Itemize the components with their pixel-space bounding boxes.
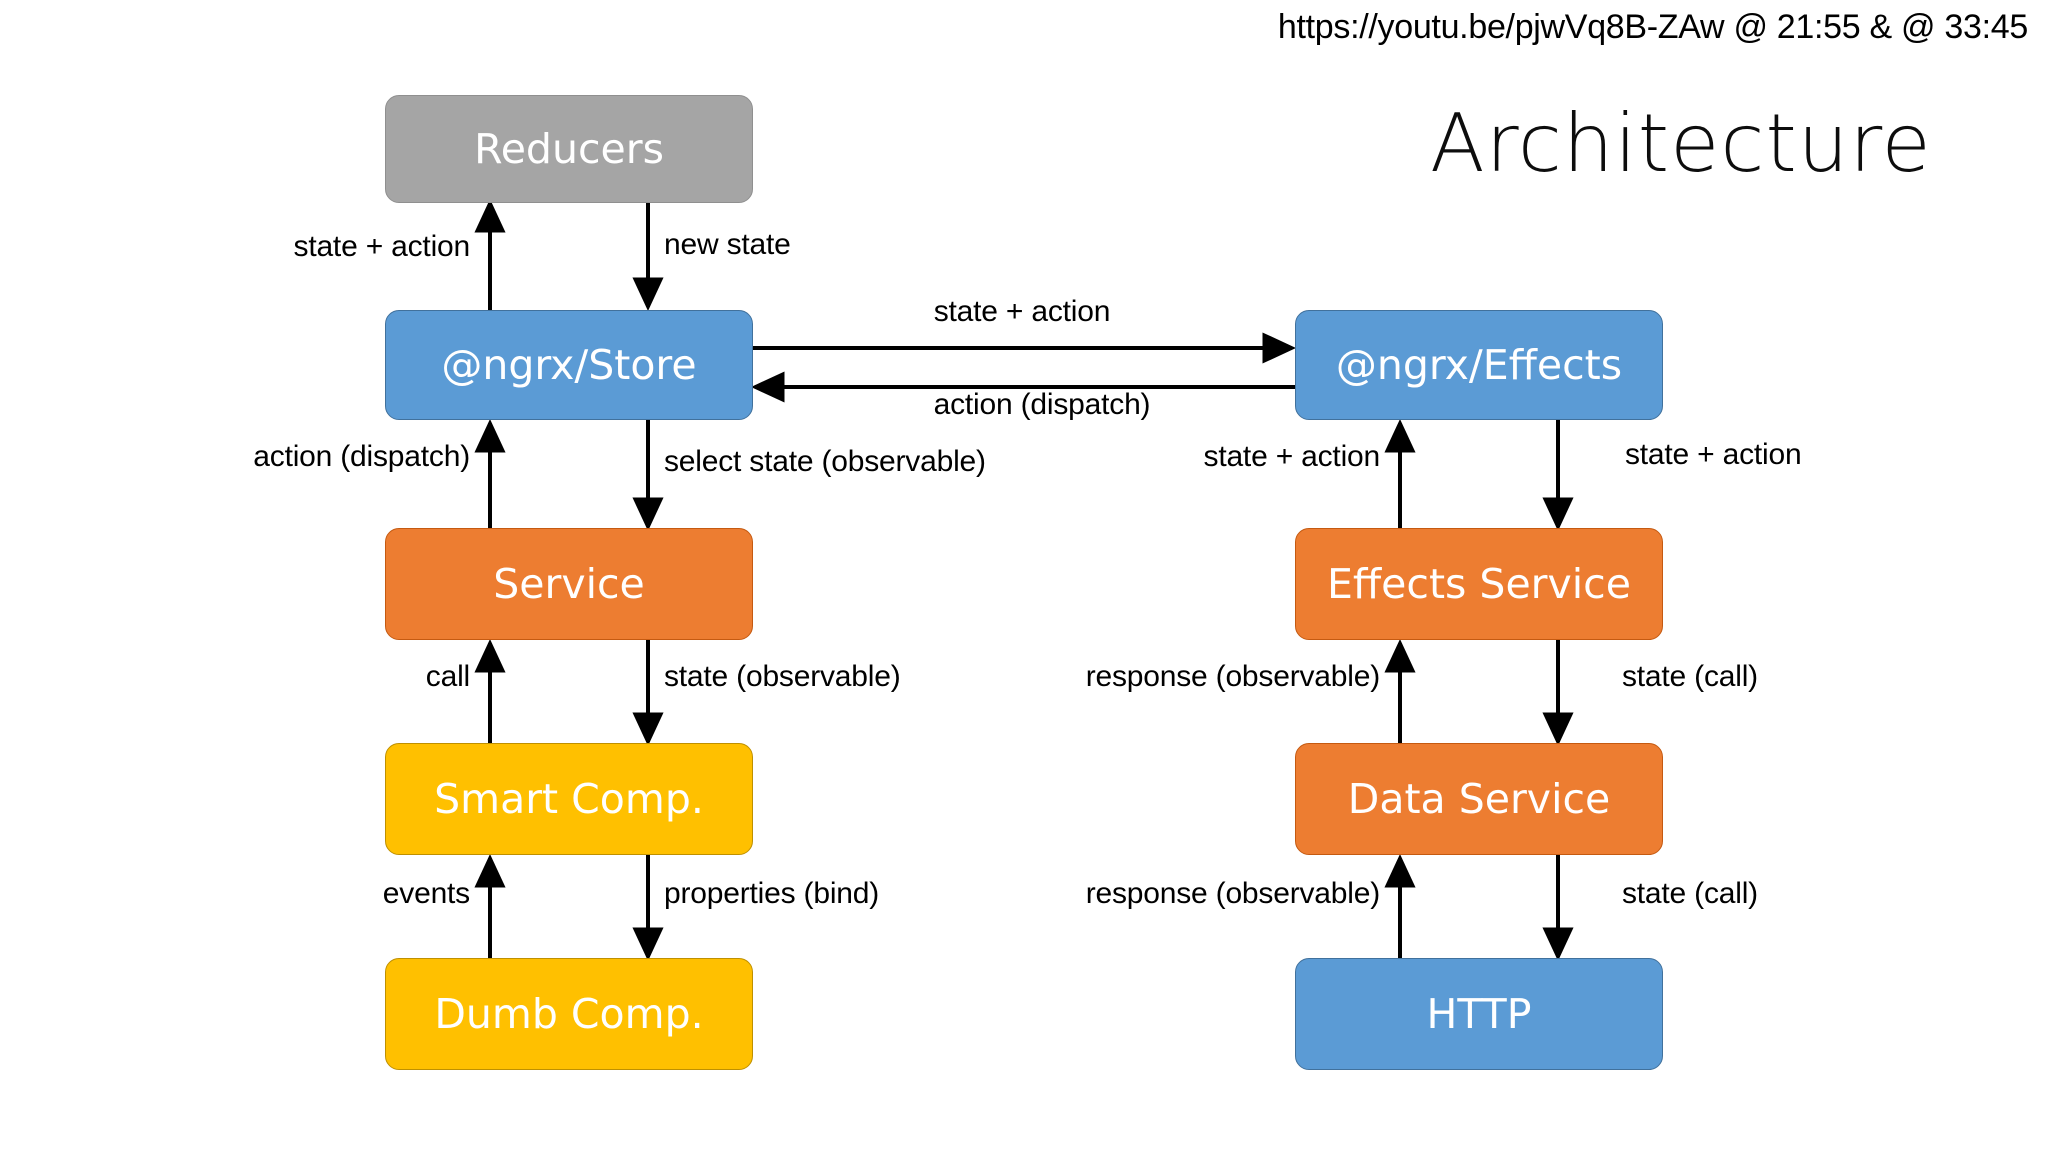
node-ngrx-store-label: @ngrx/Store — [441, 341, 697, 389]
node-http[interactable]: HTTP — [1295, 958, 1663, 1070]
node-reducers-label: Reducers — [474, 125, 664, 173]
edge-label-store-to-effects: state + action — [933, 295, 1111, 328]
node-ngrx-effects-label: @ngrx/Effects — [1335, 341, 1623, 389]
edge-label-effects-to-store: action (dispatch) — [933, 388, 1151, 421]
edge-label-effects-to-effects-service: state + action — [1625, 438, 1802, 471]
edge-label-effects-service-to-data-service: state (call) — [1622, 660, 1758, 693]
edge-label-store-to-service: select state (observable) — [664, 445, 986, 478]
node-ngrx-effects[interactable]: @ngrx/Effects — [1295, 310, 1663, 420]
node-data-service-label: Data Service — [1347, 775, 1611, 823]
edge-label-smart-to-service: call — [425, 660, 470, 693]
page-title: Architecture — [1430, 97, 1932, 190]
node-smart-comp[interactable]: Smart Comp. — [385, 743, 753, 855]
node-ngrx-store[interactable]: @ngrx/Store — [385, 310, 753, 420]
node-service-label: Service — [493, 560, 645, 608]
edge-label-data-service-to-effects-service: response (observable) — [1085, 660, 1380, 693]
node-smart-comp-label: Smart Comp. — [434, 775, 704, 823]
source-url-text: https://youtu.be/pjwVq8B-ZAw @ 21:55 & @… — [1277, 8, 2028, 46]
node-effects-service-label: Effects Service — [1327, 560, 1631, 608]
edge-label-service-to-smart: state (observable) — [664, 660, 901, 693]
node-reducers[interactable]: Reducers — [385, 95, 753, 203]
node-dumb-comp-label: Dumb Comp. — [434, 990, 704, 1038]
edge-label-http-to-data-service: response (observable) — [1085, 877, 1380, 910]
edge-label-dumb-to-smart: events — [382, 877, 470, 910]
node-http-label: HTTP — [1426, 990, 1532, 1038]
edge-label-data-service-to-http: state (call) — [1622, 877, 1758, 910]
node-data-service[interactable]: Data Service — [1295, 743, 1663, 855]
edge-label-smart-to-dumb: properties (bind) — [664, 877, 880, 910]
node-service[interactable]: Service — [385, 528, 753, 640]
edge-label-store-to-reducers: state + action — [293, 230, 471, 263]
edge-label-effects-service-to-effects: state + action — [1203, 440, 1381, 473]
edge-label-reducers-to-store: new state — [664, 228, 791, 261]
node-dumb-comp[interactable]: Dumb Comp. — [385, 958, 753, 1070]
edge-label-service-to-store: action (dispatch) — [253, 440, 470, 473]
node-effects-service[interactable]: Effects Service — [1295, 528, 1663, 640]
